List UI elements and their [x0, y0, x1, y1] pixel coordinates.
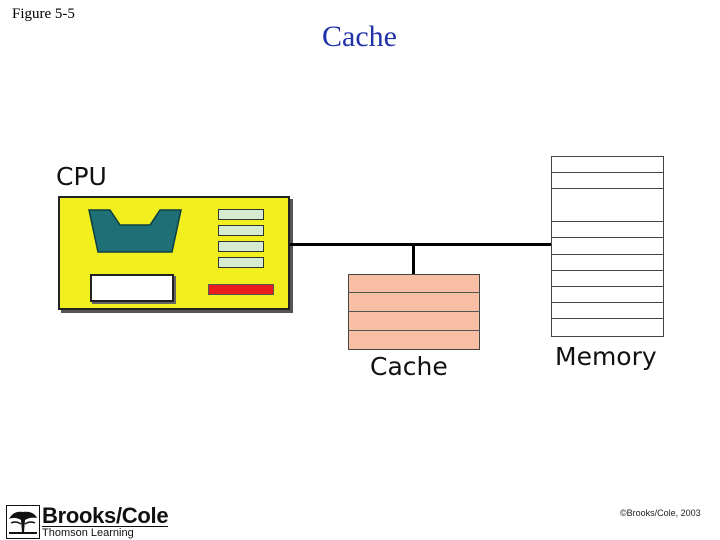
cpu-status-bar [208, 284, 274, 295]
memory-line [551, 172, 664, 173]
memory-line [551, 270, 664, 271]
figure-label: Figure 5-5 [12, 6, 75, 22]
memory-label: Memory [555, 342, 657, 371]
memory-line [551, 188, 664, 189]
cpu-label: CPU [56, 162, 107, 191]
cache-bus-connector [412, 245, 415, 275]
memory-line [551, 318, 664, 319]
memory-line [551, 221, 664, 222]
copyright-notice: ©Brooks/Cole, 2003 [620, 508, 701, 518]
cpu-register [218, 257, 264, 268]
cpu-register [218, 241, 264, 252]
memory-block [551, 156, 664, 337]
slide-title: Cache [322, 20, 397, 53]
cache-line [348, 330, 480, 331]
cpu-control-unit [90, 274, 174, 302]
publisher-subtitle: Thomson Learning [42, 527, 134, 539]
publisher-name: Brooks/Cole [42, 503, 169, 528]
system-bus [290, 243, 552, 246]
publisher-divider [42, 526, 168, 527]
cpu-register [218, 209, 264, 220]
memory-line [551, 286, 664, 287]
cache-label: Cache [370, 352, 448, 381]
cache-line [348, 311, 480, 312]
alu-shape [88, 209, 182, 253]
tree-logo-icon [6, 505, 40, 539]
cpu-register [218, 225, 264, 236]
memory-line [551, 237, 664, 238]
memory-line [551, 254, 664, 255]
cache-line [348, 292, 480, 293]
memory-line [551, 302, 664, 303]
cache-block [348, 274, 480, 350]
